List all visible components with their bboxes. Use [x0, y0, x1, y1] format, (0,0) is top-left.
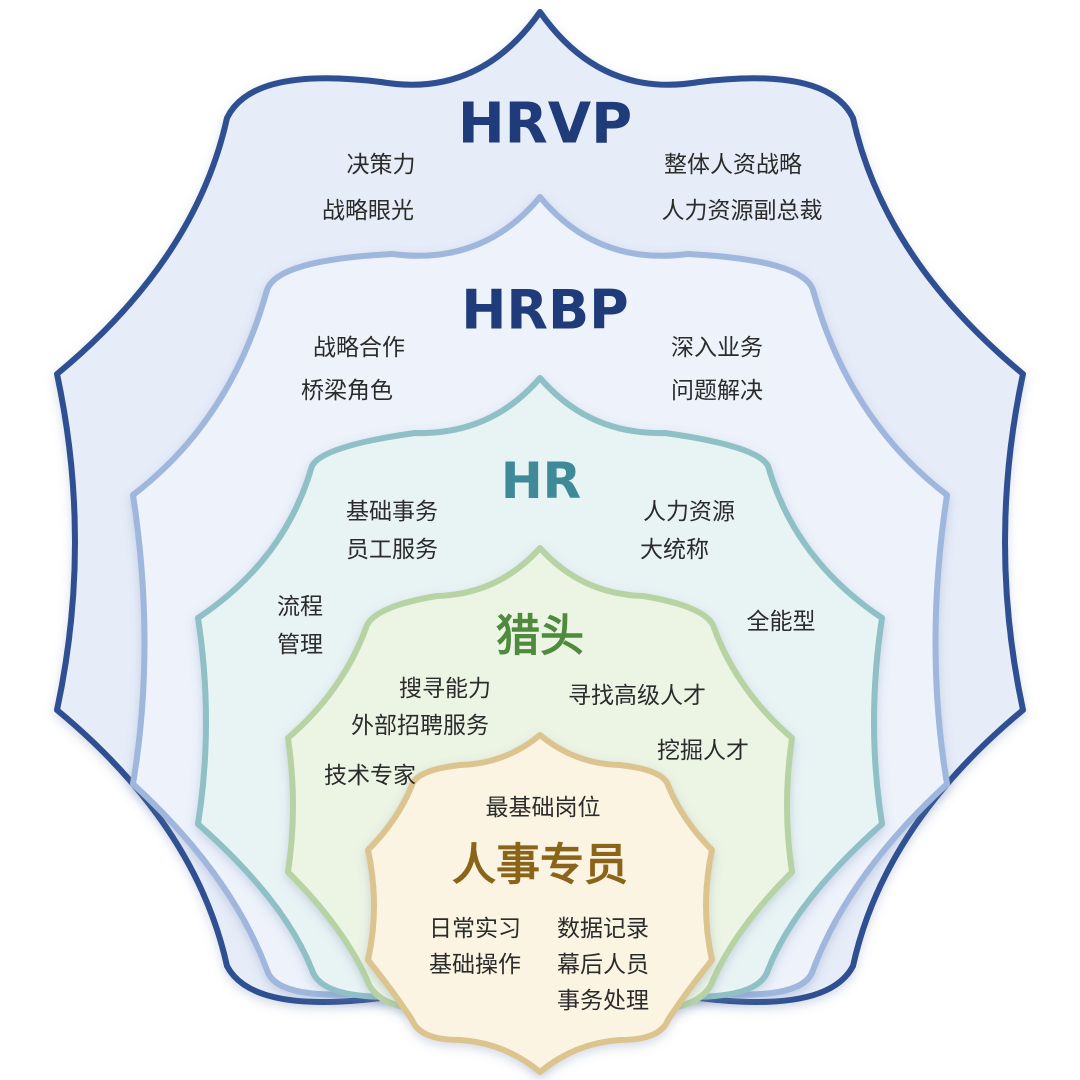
headhunter-title: 猎头 [496, 611, 584, 662]
headhunter-keyword-tech-expert: 技术专家 [324, 763, 416, 789]
headhunter-keyword-dig-talent: 挖掘人才 [657, 738, 749, 764]
hrvp-keyword-vp: 人力资源副总裁 [662, 198, 823, 224]
headhunter-keyword-search: 搜寻能力 [399, 676, 491, 702]
hr-keyword-general-term: 大统称 [640, 537, 709, 563]
hrvp-keyword-strategy: 整体人资战略 [664, 152, 802, 178]
hrvp-keyword-vision: 战略眼光 [322, 198, 414, 224]
hrbp-title: HRBP [461, 279, 629, 342]
hr-title: HR [501, 452, 581, 510]
specialist-layer-shape [365, 732, 715, 1075]
hr-keyword-process: 流程 [277, 594, 323, 620]
hr-keyword-human-resources: 人力资源 [643, 499, 735, 525]
specialist-keyword-data-record: 数据记录 [557, 916, 649, 942]
headhunter-keyword-senior-talent: 寻找高级人才 [568, 683, 706, 709]
specialist-keyword-affairs: 事务处理 [557, 988, 649, 1014]
hrbp-keyword-cooperation: 战略合作 [313, 335, 405, 361]
hrvp-title: HRVP [458, 92, 632, 157]
specialist-keyword-entry-level: 最基础岗位 [486, 795, 601, 821]
hrbp-keyword-business: 深入业务 [671, 335, 763, 361]
hrbp-keyword-bridge: 桥梁角色 [301, 378, 393, 404]
specialist-title: 人事专员 [452, 840, 628, 891]
hrvp-keyword-decision: 决策力 [347, 152, 416, 178]
specialist-keyword-internship: 日常实习 [429, 916, 521, 942]
specialist-keyword-backstage: 幕后人员 [557, 952, 649, 978]
hr-keyword-basic-affairs: 基础事务 [346, 499, 438, 525]
hrbp-keyword-solving: 问题解决 [671, 378, 763, 404]
hr-keyword-management: 管理 [277, 632, 323, 658]
specialist-keyword-basic-operation: 基础操作 [429, 952, 521, 978]
hr-keyword-employee-service: 员工服务 [346, 537, 438, 563]
hr-keyword-all-round: 全能型 [747, 609, 816, 635]
headhunter-keyword-external-recruiting: 外部招聘服务 [351, 713, 489, 739]
